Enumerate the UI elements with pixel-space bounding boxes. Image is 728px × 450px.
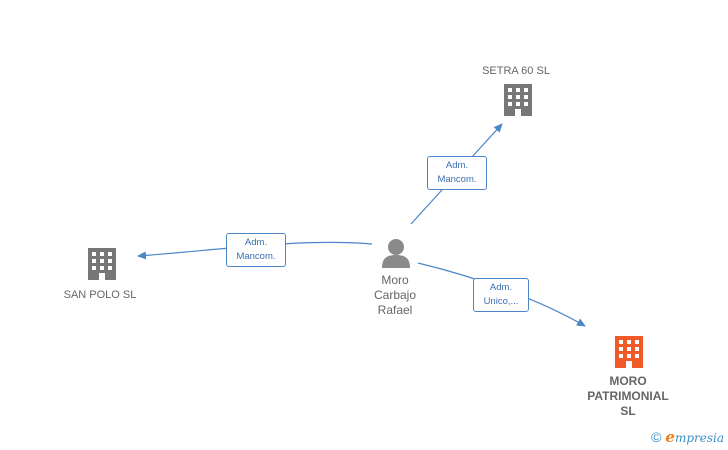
building-icon[interactable] — [504, 84, 532, 116]
brand-initial: e — [665, 428, 675, 446]
building-icon-highlighted[interactable] — [615, 336, 643, 368]
footer-brand: © empresia — [651, 428, 724, 446]
copyright-symbol: © — [651, 429, 662, 445]
building-icon[interactable] — [88, 248, 116, 280]
node-label-person[interactable]: Moro Carbajo Rafael — [373, 273, 417, 317]
edge-label-to-san-polo: Adm. Mancom. — [226, 233, 286, 267]
node-label-san-polo[interactable]: SAN POLO SL — [63, 289, 137, 301]
person-icon[interactable] — [382, 239, 410, 268]
edge-label-line: Adm. — [244, 237, 268, 248]
brand-logo: empresia — [665, 428, 724, 446]
edge-label-to-setra: Adm. Mancom. — [427, 156, 487, 190]
edge-label-to-moro-patrimonial: Adm. Unico,... — [473, 278, 529, 312]
edge-label-line: Mancom. — [236, 251, 276, 262]
edge-label-line: Unico,... — [483, 296, 519, 307]
edge-label-line: Mancom. — [437, 174, 477, 185]
brand-name: mpresia — [674, 431, 724, 445]
node-label-setra[interactable]: SETRA 60 SL — [482, 65, 550, 77]
node-label-moro-patrimonial[interactable]: MORO PATRIMONIAL SL — [587, 374, 669, 418]
edge-label-line: Adm. — [445, 160, 469, 171]
edge-label-line: Adm. — [489, 282, 513, 293]
